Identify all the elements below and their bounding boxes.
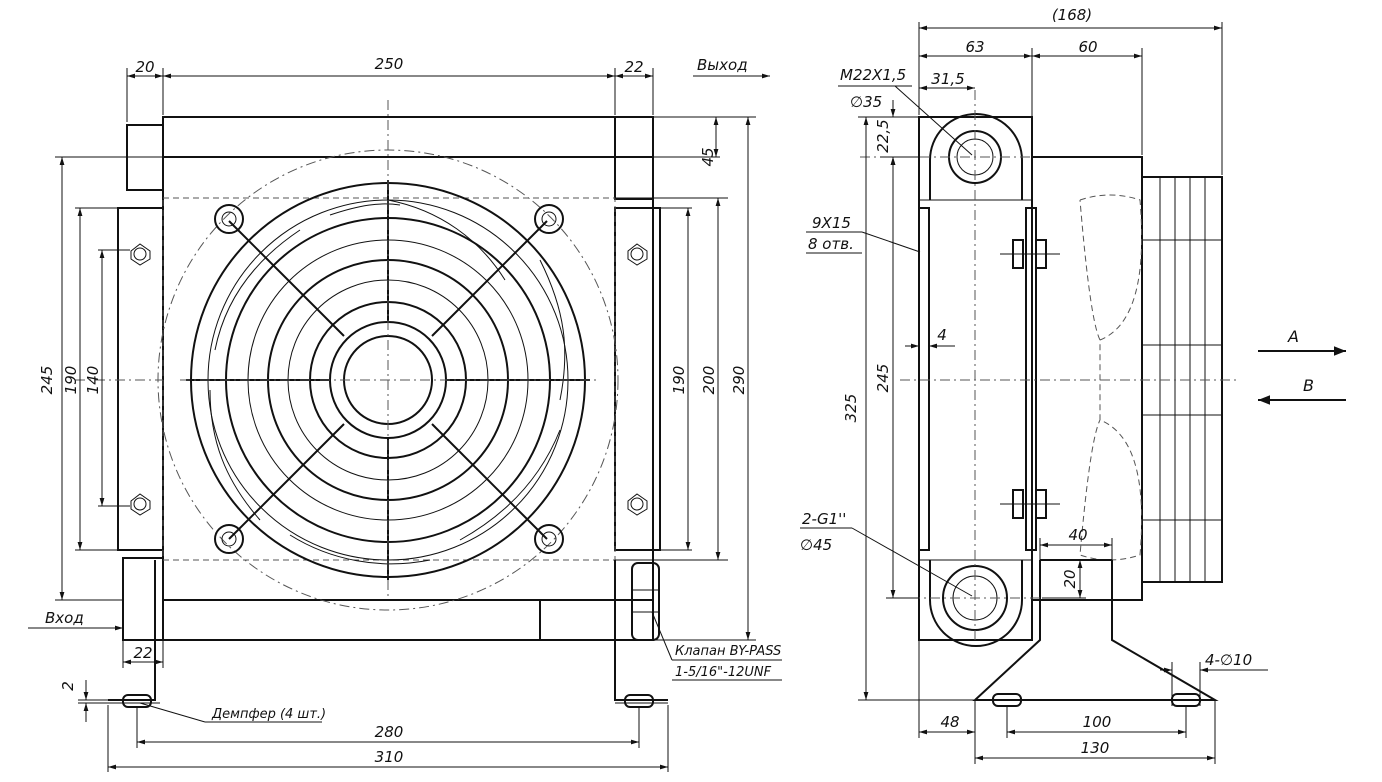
bypass-label-1: Клапан BY-PASS [675,644,781,659]
dim-63: 63 [965,38,984,56]
dim-100: 100 [1083,713,1112,731]
dim-250: 250 [375,55,404,73]
side-bottom-dims: 48 100 130 [918,640,1216,764]
dim-22-top: 22 [624,58,643,76]
dim-45: 45 [699,147,717,166]
damper-callout: Демпфер (4 шт.) [139,702,326,723]
base-dims: 40 20 [1039,526,1113,599]
front-bottom-dims: 22 2 280 310 [59,640,669,772]
slot-label-1: 9X15 [812,214,851,232]
dim-190-right: 190 [670,366,688,395]
dim-245: 245 [38,366,56,395]
bracket-bolts [130,243,648,516]
side-bolts [1000,239,1060,519]
side-top-dims: (168) 63 60 31,5 [918,6,1223,175]
side-view: (168) 63 60 31,5 M22X1,5 ∅35 22,5 325 24… [800,6,1346,764]
bottom-port-callout: 2-G1'' ∅45 [800,510,973,597]
inlet-label: Вход [45,609,84,627]
dim-310: 310 [375,748,404,766]
dia-bottom-label: ∅45 [800,536,832,554]
dim-2: 2 [59,681,77,691]
slot-callout: 9X15 8 отв. [806,214,921,254]
outlet-label: Выход [697,56,748,74]
thread-bottom-label: 2-G1'' [802,510,846,528]
front-right-dims: 45 190 200 290 [615,116,756,641]
slot-label-2: 8 отв. [808,235,854,253]
front-view: 20 250 22 Выход 45 190 200 290 [28,55,782,772]
dim-22-bottom: 22 [133,644,152,662]
dim-31-5: 31,5 [931,70,964,88]
dim-140: 140 [84,366,102,395]
dia-top-label: ∅35 [850,93,882,111]
inlet-stub [122,557,164,641]
dim-280: 280 [375,723,404,741]
dim-200: 200 [700,366,718,395]
dim-245-side: 245 [874,364,892,393]
bypass-callout: Клапан BY-PASS 1-5/16"-12UNF [651,611,782,681]
top-port-callout: M22X1,5 ∅35 [838,66,973,156]
dim-190-left: 190 [62,366,80,395]
dim-40: 40 [1068,526,1087,544]
dim-60: 60 [1078,38,1097,56]
side-left-dims: 22,5 325 245 [842,100,975,701]
dim-20: 20 [135,58,154,76]
core-frame [162,116,654,641]
holes-label: 4-∅10 [1205,651,1252,669]
bypass-label-2: 1-5/16"-12UNF [675,665,772,680]
airflow-arrows: A B [1258,327,1346,405]
front-left-dims: 245 190 140 [38,156,163,601]
bypass-valve [631,562,660,641]
dim-4-group: 4 [905,326,955,349]
dim-168: (168) [1052,6,1092,24]
arrow-a-label: A [1287,327,1299,346]
dim-290: 290 [730,366,748,395]
left-bracket [117,207,164,551]
inlet-callout: Вход [28,609,123,631]
thread-top-label: M22X1,5 [840,66,906,84]
dim-22-5: 22,5 [874,119,892,152]
front-top-dims: 20 250 22 Выход [126,55,770,122]
dim-4: 4 [937,326,947,344]
dim-325: 325 [842,394,860,423]
dim-130: 130 [1081,739,1110,757]
arrow-b-label: B [1303,376,1314,395]
fan-blades [209,199,566,565]
right-tank-top [614,116,654,200]
damper-label: Демпфер (4 шт.) [211,707,326,722]
dim-48: 48 [940,713,959,731]
holes-callout: 4-∅10 [1160,651,1268,706]
dim-20-side: 20 [1061,569,1079,588]
